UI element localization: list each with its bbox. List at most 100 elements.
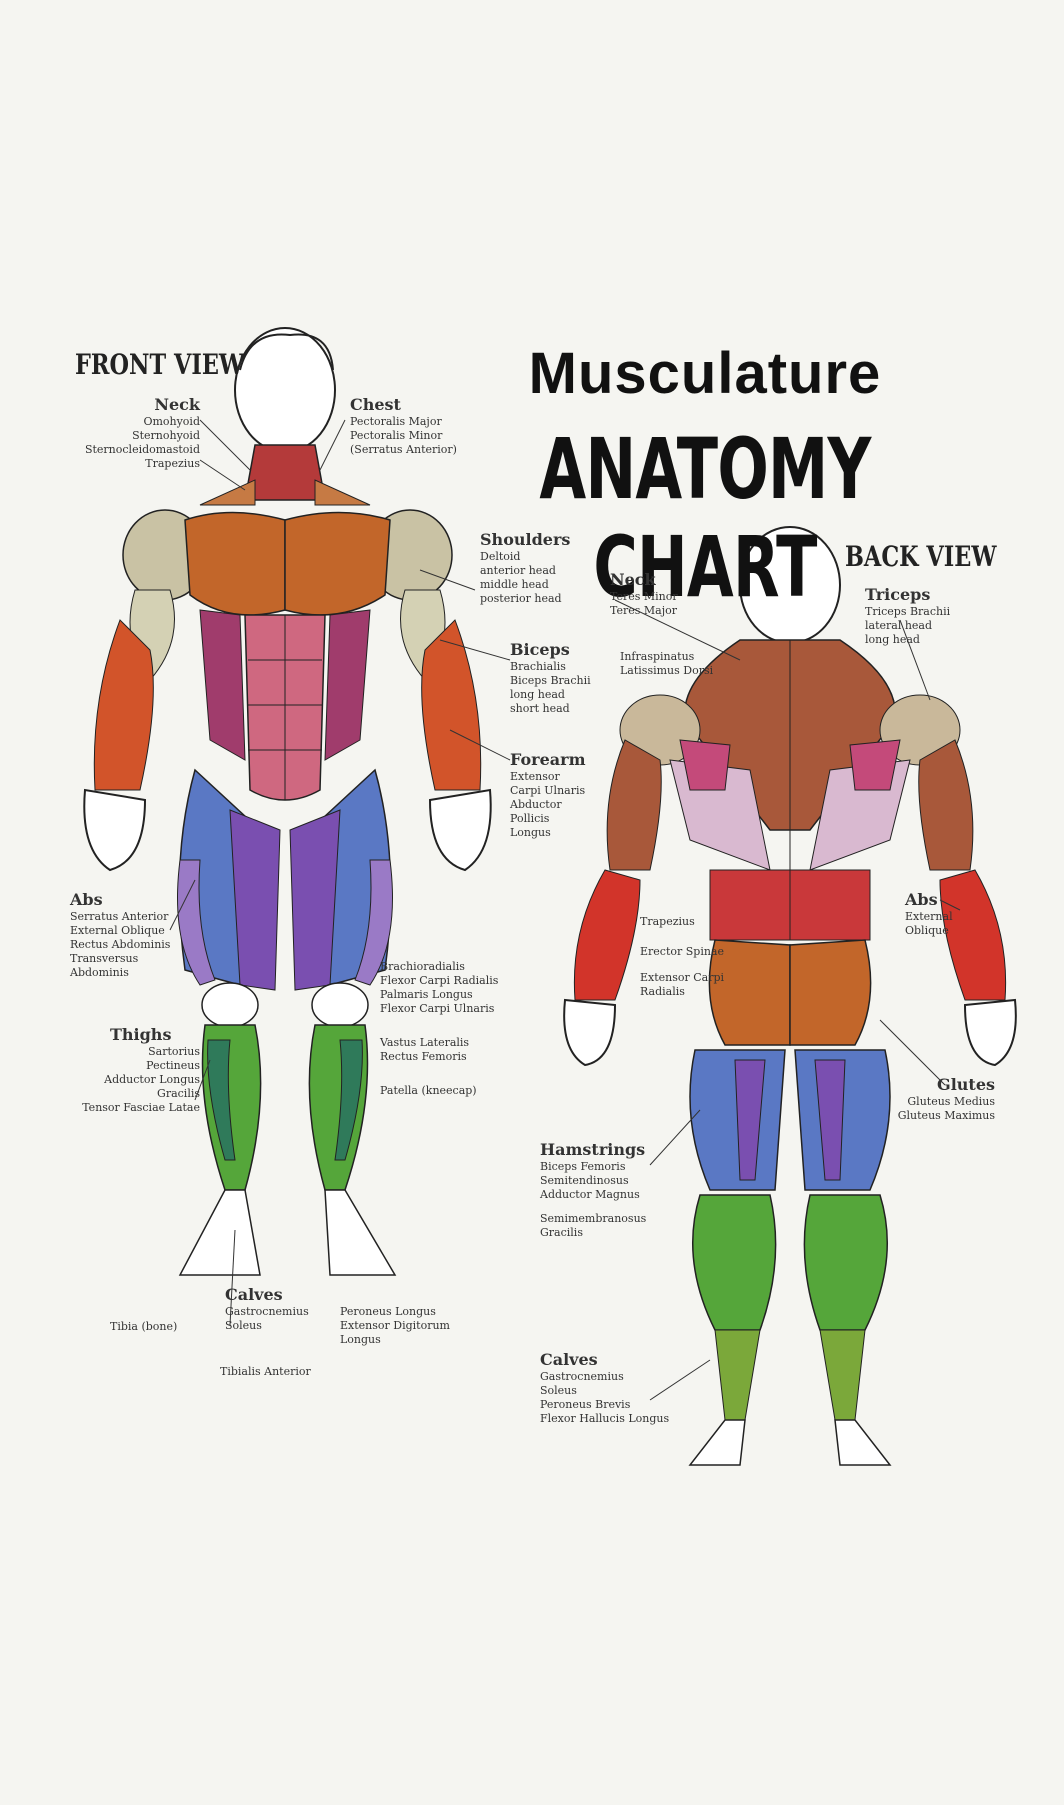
label-item: Omohyoid [143,415,200,428]
front-right-forearm [421,619,482,791]
label-item: Biceps Brachii [510,674,591,687]
chart-title-line2: ANATOMY CHART [539,420,871,616]
label-item: Peroneus Longus [340,1305,436,1318]
label-item: Pectineus [146,1059,200,1072]
label-group-back-glutes: Glutes Gluteus Medius Gluteus Maximus [885,1075,995,1123]
label-item: anterior head [480,564,556,577]
front-right-foot [324,1189,397,1276]
label-item: External [905,910,953,923]
label-item: Carpi Ulnaris [510,784,586,797]
label-item: Adductor Magnus [540,1188,640,1201]
label-item: Brachialis [510,660,566,673]
label-group-front-forearm: Forearm Extensor Carpi Ulnaris Abductor … [510,750,610,840]
label-heading: Neck [154,395,200,414]
label-item: Semitendinosus [540,1174,629,1187]
front-left-hand [83,788,147,872]
label-item: Serratus Anterior [70,910,169,923]
label-heading: Shoulders [480,530,571,549]
label-item: Sternocleidomastoid [84,443,200,456]
label-group-front-abs: Abs Serratus Anterior External Oblique R… [70,890,200,980]
label-heading: Forearm [510,750,586,769]
label-group-front-thighs: Thighs Sartorius Pectineus Adductor Long… [60,1025,200,1115]
back-left-glute [708,939,791,1046]
label-item: (Serratus Anterior) [350,443,457,456]
label-group-front-calves: Calves Gastrocnemius Soleus [225,1285,325,1333]
label-item: Flexor Hallucis Longus [540,1412,670,1425]
label-item: Teres Major [610,604,678,617]
label-group-back-abs: Abs External Oblique [905,890,985,938]
label-item: Rectus Abdominis [70,938,171,951]
label-group-front-misc: Brachioradialis Flexor Carpi Radialis Pa… [380,960,520,1098]
back-right-glute [789,939,872,1046]
back-right-forearm [939,869,1007,1001]
front-view-label: FRONT VIEW [75,348,245,381]
label-item: Gastrocnemius [540,1370,624,1383]
label-item: Abductor [510,798,562,811]
back-left-forearm [573,869,641,1001]
label-item: Longus [510,826,551,839]
label-item: Gracilis [157,1087,200,1100]
label-item: Teres Minor [610,590,678,603]
label-group-back-calves: Calves Gastrocnemius Soleus Peroneus Bre… [540,1350,670,1426]
label-item: Gracilis [540,1226,583,1239]
label-item: Oblique [905,924,949,937]
label-item: Sartorius [148,1045,200,1058]
leader-lines [169,419,961,1401]
label-item: Biceps Femoris [540,1160,626,1173]
label-item: long head [865,633,920,646]
label-group-front-chest: Chest Pectoralis Major Pectoralis Minor … [350,395,460,457]
label-item: Tibialis Anterior [220,1365,311,1378]
label-heading: Hamstrings [540,1140,646,1159]
label-item: External Oblique [70,924,165,937]
back-right-calf [803,1194,888,1331]
label-item: Infraspinatus [620,650,695,663]
label-group-back-lower: Trapezius Erector Spinae Extensor Carpi … [640,915,750,999]
label-item: Latissimus Dorsi [620,664,714,677]
front-left-forearm [93,619,154,791]
label-item: Brachioradialis [380,960,465,973]
label-heading: Abs [905,890,938,909]
label-item: Tensor Fasciae Latae [82,1101,200,1114]
front-right-adductors [289,809,341,991]
front-right-hand [428,788,492,872]
label-item: Semimembranosus [540,1212,647,1225]
label-group-front-lower-leg: Peroneus Longus Extensor Digitorum Longu… [340,1305,490,1347]
back-view-label: BACK VIEW [845,540,997,573]
back-left-calf [692,1194,777,1331]
label-item: Deltoid [480,550,521,563]
label-heading: Calves [540,1350,598,1369]
label-item: Erector Spinae [640,945,725,958]
label-front-tibia: Tibia (bone) [110,1320,190,1334]
front-neck-muscles [244,444,326,501]
label-item: posterior head [480,592,562,605]
label-group-back-triceps: Triceps Triceps Brachii lateral head lon… [865,585,975,647]
front-figure [83,327,492,1276]
label-item: Extensor [510,770,560,783]
front-left-pectoral [184,511,286,616]
label-item: middle head [480,578,549,591]
label-item: Tibia (bone) [110,1320,178,1333]
label-item: Gastrocnemius [225,1305,309,1318]
label-item: Soleus [225,1319,262,1332]
label-item: short head [510,702,570,715]
label-item: Sternohyoid [132,429,200,442]
label-item: Patella (kneecap) [380,1084,477,1097]
chart-title-line1: Musculature [528,341,882,406]
label-item: Pectoralis Major [350,415,442,428]
label-item: Flexor Carpi Radialis [380,974,499,987]
front-head [234,327,336,453]
label-group-back-upper: Infraspinatus Latissimus Dorsi [620,650,730,678]
label-item: Transversus Abdominis [70,952,139,979]
label-heading: Biceps [510,640,570,659]
label-item: Extensor Digitorum Longus [340,1319,450,1346]
front-left-adductors [229,809,281,991]
label-item: Palmaris Longus [380,988,473,1001]
label-heading: Abs [70,890,103,909]
label-item: lateral head [865,619,933,632]
back-figure [563,526,1017,1466]
label-item: Extensor Carpi Radialis [640,971,725,998]
label-item: Trapezius [145,457,200,470]
front-left-foot [178,1189,261,1276]
